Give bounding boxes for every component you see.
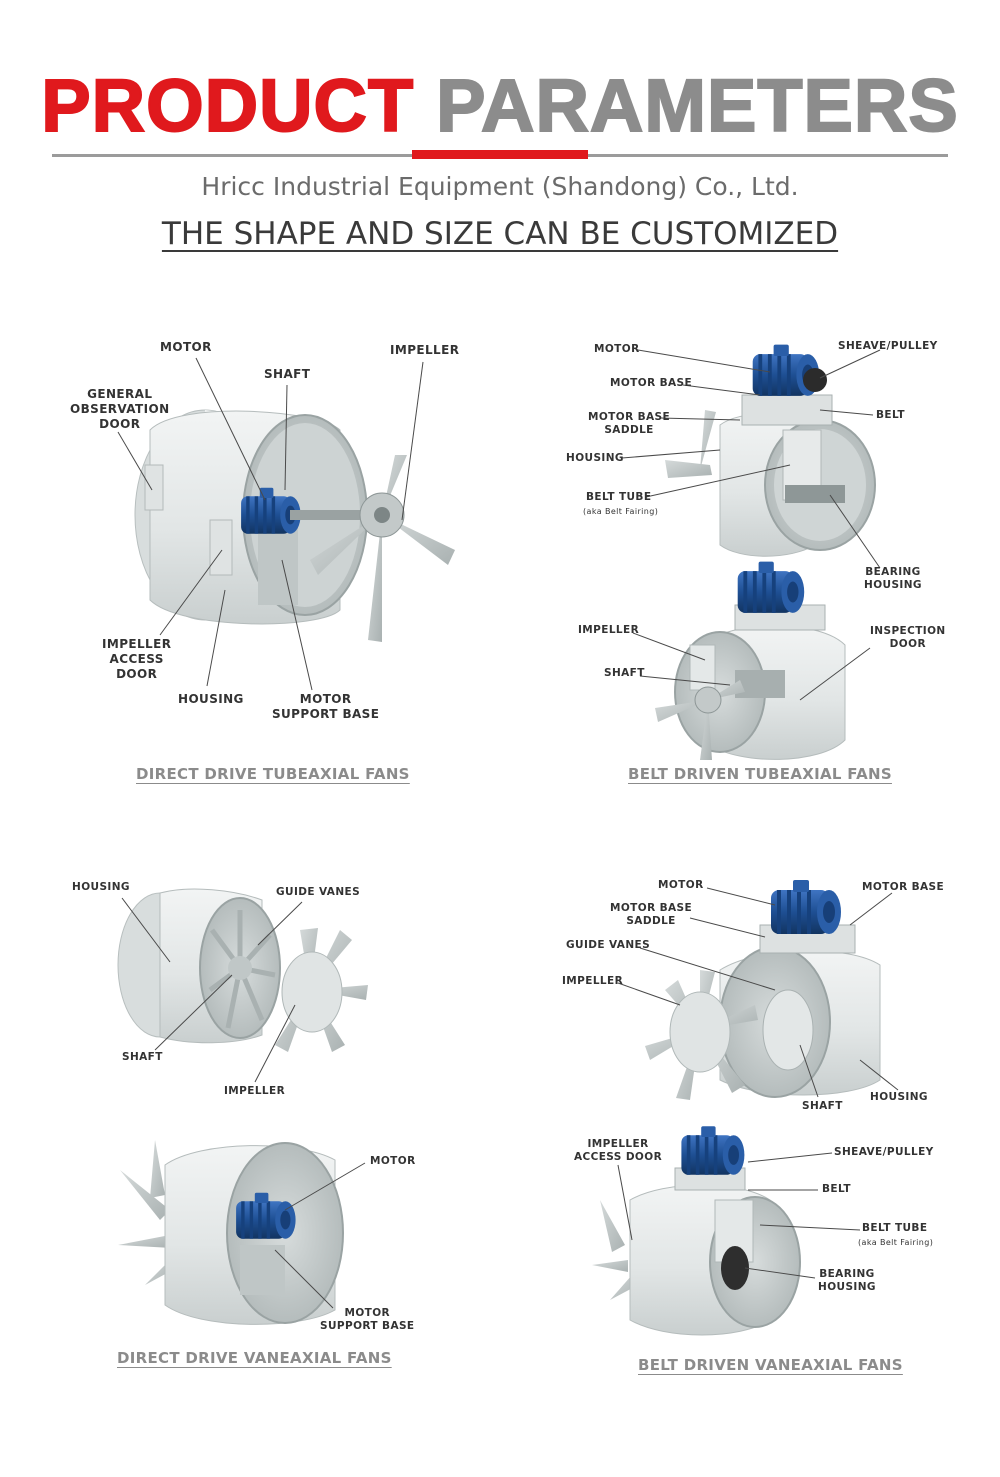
label-belt-tube-note: (aka Belt Fairing) [583,507,659,516]
belt-tubeaxial-top-leaders [621,349,881,569]
direct-vaneaxial-fan-top [117,888,368,1052]
label-belt-tube: BELT TUBE [586,491,652,503]
label-shaft: SHAFT [604,667,645,679]
caption-direct-drive-tubeaxial: DIRECT DRIVE TUBEAXIAL FANS [136,765,410,783]
label-belt: BELT [876,409,905,421]
label-impeller: IMPELLER [224,1085,286,1097]
label-belt: BELT [822,1183,851,1195]
label-motor-base: MOTOR BASE [862,881,945,893]
label-general-observation-door: GENERAL OBSERVATION DOOR [70,387,170,431]
caption-direct-drive-vaneaxial: DIRECT DRIVE VANEAXIAL FANS [117,1349,392,1367]
label-motor: MOTOR [160,340,212,354]
title-accent-bar [412,150,588,159]
label-housing: HOUSING [72,881,130,893]
customize-note-text: THE SHAPE AND SIZE CAN BE CUSTOMIZED [161,216,839,252]
label-motor: MOTOR [658,879,704,891]
label-motor-base-saddle: MOTOR BASE SADDLE [610,902,693,927]
customize-note: THE SHAPE AND SIZE CAN BE CUSTOMIZED [0,216,1000,252]
label-bearing-housing: BEARING HOUSING [864,566,922,591]
belt-vaneaxial-fan-top [645,880,881,1100]
belt-vaneaxial-bottom-leaders [617,1152,861,1279]
label-belt-tube-note: (aka Belt Fairing) [858,1238,934,1247]
direct-tubeaxial-leaders [117,357,424,691]
label-guide-vanes: GUIDE VANES [276,886,361,898]
belt-tubeaxial-bottom-leaders [632,632,871,701]
label-shaft: SHAFT [122,1051,163,1063]
label-motor-support-base: MOTOR SUPPORT BASE [320,1307,415,1332]
label-housing: HOUSING [870,1091,928,1103]
label-sheave-pulley: SHEAVE/PULLEY [838,340,938,352]
label-housing: HOUSING [566,452,624,464]
label-housing: HOUSING [178,692,244,706]
caption-belt-driven-tubeaxial: BELT DRIVEN TUBEAXIAL FANS [628,765,892,783]
label-impeller-access-door: IMPELLER ACCESS DOOR [102,637,172,681]
belt-vaneaxial-top-leaders [617,887,899,1098]
label-shaft: SHAFT [264,367,311,381]
label-impeller-access-door: IMPELLER ACCESS DOOR [574,1138,663,1163]
label-motor: MOTOR [370,1155,416,1167]
title-word-product: PRODUCT [40,64,415,147]
belt-tubeaxial-fan-top [665,344,876,557]
label-impeller: IMPELLER [390,343,460,357]
label-guide-vanes: GUIDE VANES [566,939,651,951]
caption-belt-driven-vaneaxial: BELT DRIVEN VANEAXIAL FANS [638,1356,903,1374]
label-motor: MOTOR [594,343,640,355]
belt-tubeaxial-fan-bottom [655,561,846,760]
direct-vaneaxial-bottom-leaders [274,1162,366,1309]
company-name: Hricc Industrial Equipment (Shandong) Co… [201,172,799,201]
label-inspection-door: INSPECTION DOOR [870,625,946,650]
belt-vaneaxial-fan-bottom [592,1126,801,1336]
direct-vaneaxial-fan-bottom [118,1140,344,1325]
label-motor-support-base: MOTOR SUPPORT BASE [272,692,380,721]
label-sheave-pulley: SHEAVE/PULLEY [834,1146,934,1158]
label-bearing-housing: BEARING HOUSING [818,1268,876,1293]
label-belt-tube: BELT TUBE [862,1222,928,1234]
label-motor-base: MOTOR BASE [610,377,693,389]
title-word-parameters: PARAMETERS [435,64,959,147]
direct-tubeaxial-fan [134,409,455,642]
label-impeller: IMPELLER [562,975,624,987]
label-motor-base-saddle: MOTOR BASE SADDLE [588,411,671,436]
label-impeller: IMPELLER [578,624,640,636]
direct-vaneaxial-top-leaders [121,897,303,1083]
label-shaft: SHAFT [802,1100,843,1112]
